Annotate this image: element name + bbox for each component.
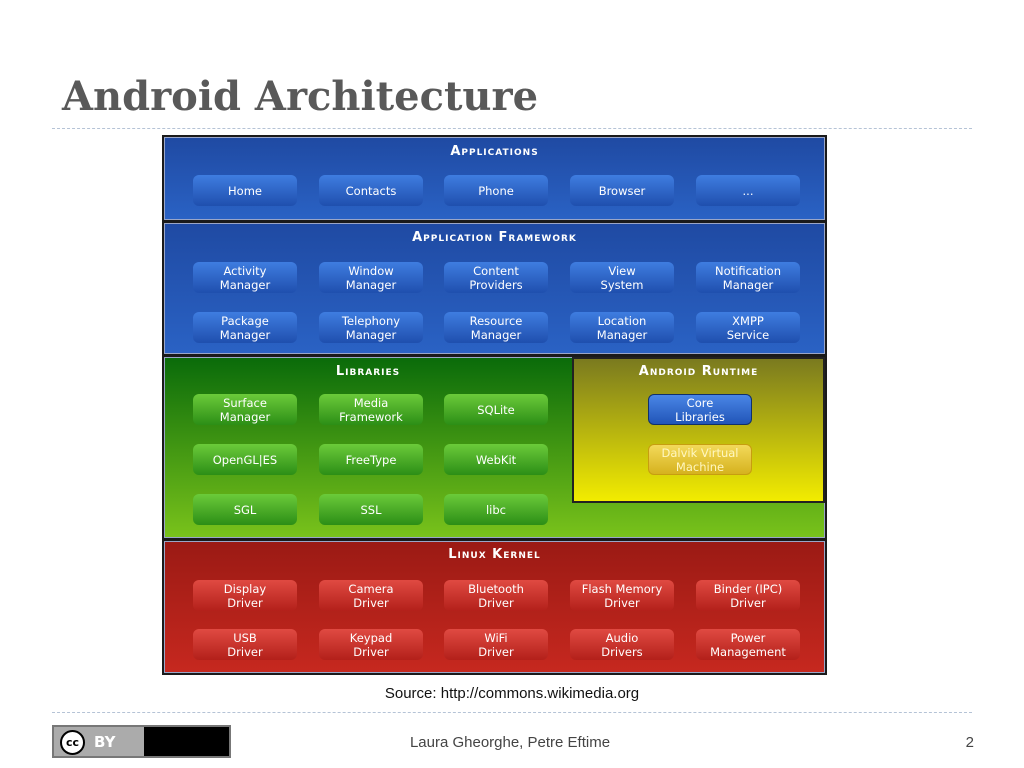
fw-notification-manager: Notification Manager	[696, 262, 800, 293]
fw-package-manager: Package Manager	[193, 312, 297, 343]
fw-location-manager: Location Manager	[570, 312, 674, 343]
cc-icon-text: cc	[65, 736, 80, 749]
lib-opengl-es: OpenGL|ES	[193, 444, 297, 475]
cc-by-license-badge: cc BY	[52, 725, 231, 758]
box-label: Surface Manager	[219, 395, 271, 424]
slide-title: Android Architecture	[62, 73, 539, 120]
box-label: FreeType	[345, 452, 397, 467]
lib-surface-manager: Surface Manager	[193, 394, 297, 425]
lib-webkit: WebKit	[444, 444, 548, 475]
box-label: Contacts	[345, 183, 397, 198]
box-label: SGL	[233, 502, 257, 517]
fw-activity-manager: Activity Manager	[193, 262, 297, 293]
box-label: Audio Drivers	[601, 630, 643, 659]
cc-icon: cc	[60, 730, 85, 755]
rt-core-libraries: Core Libraries	[648, 394, 752, 425]
k-flash-memory-driver: Flash Memory Driver	[570, 580, 674, 611]
box-label: Flash Memory Driver	[581, 581, 663, 610]
box-label: Package Manager	[219, 313, 271, 342]
lib-sgl: SGL	[193, 494, 297, 525]
box-label: Bluetooth Driver	[468, 581, 524, 610]
box-label: Home	[228, 183, 262, 198]
fw-content-providers: Content Providers	[444, 262, 548, 293]
title-divider	[52, 128, 972, 129]
k-wifi-driver: WiFi Driver	[444, 629, 548, 660]
lib-sqlite: SQLite	[444, 394, 548, 425]
box-label: Keypad Driver	[349, 630, 393, 659]
footer-divider	[52, 712, 972, 713]
framework-layer: Application Framework Activity Manager W…	[164, 223, 825, 354]
lib-ssl: SSL	[319, 494, 423, 525]
k-audio-drivers: Audio Drivers	[570, 629, 674, 660]
box-label: Browser	[598, 183, 646, 198]
footer-author: Laura Gheorghe, Petre Eftime	[409, 734, 611, 751]
box-label: Content Providers	[469, 263, 523, 292]
architecture-diagram: Applications Home Contacts Phone Browser…	[162, 135, 827, 675]
fw-window-manager: Window Manager	[319, 262, 423, 293]
fw-view-system: View System	[570, 262, 674, 293]
box-label: Activity Manager	[219, 263, 271, 292]
box-label: Window Manager	[345, 263, 397, 292]
box-label: Display Driver	[223, 581, 267, 610]
box-label: WiFi Driver	[478, 630, 514, 659]
box-label: Media Framework	[339, 395, 403, 424]
k-keypad-driver: Keypad Driver	[319, 629, 423, 660]
box-label: Location Manager	[596, 313, 648, 342]
k-power-management: Power Management	[696, 629, 800, 660]
lib-media-framework: Media Framework	[319, 394, 423, 425]
box-label: Binder (IPC) Driver	[713, 581, 783, 610]
fw-resource-manager: Resource Manager	[444, 312, 548, 343]
rt-dalvik-vm: Dalvik Virtual Machine	[648, 444, 752, 475]
lib-freetype: FreeType	[319, 444, 423, 475]
box-label: Core Libraries	[675, 395, 725, 424]
android-runtime-layer: Android Runtime Core Libraries Dalvik Vi…	[572, 357, 825, 503]
box-label: WebKit	[475, 452, 517, 467]
box-label: View System	[600, 263, 644, 292]
box-label: libc	[485, 502, 506, 517]
box-label: XMPP Service	[726, 313, 770, 342]
box-label: USB Driver	[227, 630, 263, 659]
app-browser: Browser	[570, 175, 674, 206]
k-bluetooth-driver: Bluetooth Driver	[444, 580, 548, 611]
app-home: Home	[193, 175, 297, 206]
k-camera-driver: Camera Driver	[319, 580, 423, 611]
kernel-title: Linux Kernel	[448, 547, 541, 562]
runtime-title: Android Runtime	[638, 364, 759, 379]
box-label: Telephony Manager	[341, 313, 401, 342]
libraries-title: Libraries	[335, 364, 401, 379]
box-label: SSL	[360, 502, 382, 517]
box-label: Camera Driver	[348, 581, 394, 610]
applications-layer: Applications Home Contacts Phone Browser…	[164, 137, 825, 220]
k-display-driver: Display Driver	[193, 580, 297, 611]
app-contacts: Contacts	[319, 175, 423, 206]
box-label: OpenGL|ES	[212, 452, 278, 467]
fw-telephony-manager: Telephony Manager	[319, 312, 423, 343]
linux-kernel-layer: Linux Kernel Display Driver Camera Drive…	[164, 541, 825, 673]
box-label: Dalvik Virtual Machine	[661, 445, 739, 474]
box-label: SQLite	[477, 402, 515, 417]
k-binder-ipc-driver: Binder (IPC) Driver	[696, 580, 800, 611]
app-more: ...	[696, 175, 800, 206]
applications-title: Applications	[450, 144, 539, 159]
box-label: Power Management	[710, 630, 786, 659]
fw-xmpp-service: XMPP Service	[696, 312, 800, 343]
by-label: BY	[94, 733, 116, 751]
box-label: ...	[742, 183, 754, 198]
app-phone: Phone	[444, 175, 548, 206]
box-label: Resource Manager	[469, 313, 523, 342]
lib-libc: libc	[444, 494, 548, 525]
k-usb-driver: USB Driver	[193, 629, 297, 660]
framework-title: Application Framework	[412, 230, 577, 245]
page-number: 2	[965, 734, 974, 751]
box-label: Notification Manager	[715, 263, 781, 292]
source-caption: Source: http://commons.wikimedia.org	[384, 685, 640, 702]
box-label: Phone	[478, 183, 514, 198]
